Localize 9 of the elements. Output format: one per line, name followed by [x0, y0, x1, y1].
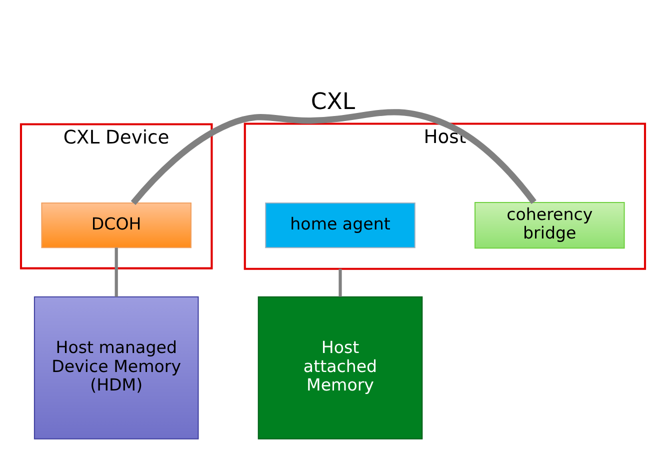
node-box: Host attached Memory: [258, 296, 423, 440]
node-box: Host managed Device Memory (HDM): [34, 296, 199, 440]
connector: [114, 248, 118, 297]
node-box: DCOH: [41, 202, 192, 248]
node-box: home agent: [265, 202, 416, 248]
edge-label: CXL: [310, 88, 356, 115]
connector: [130, 109, 536, 206]
node-box: coherency bridge: [474, 202, 625, 249]
connector: [338, 268, 342, 297]
